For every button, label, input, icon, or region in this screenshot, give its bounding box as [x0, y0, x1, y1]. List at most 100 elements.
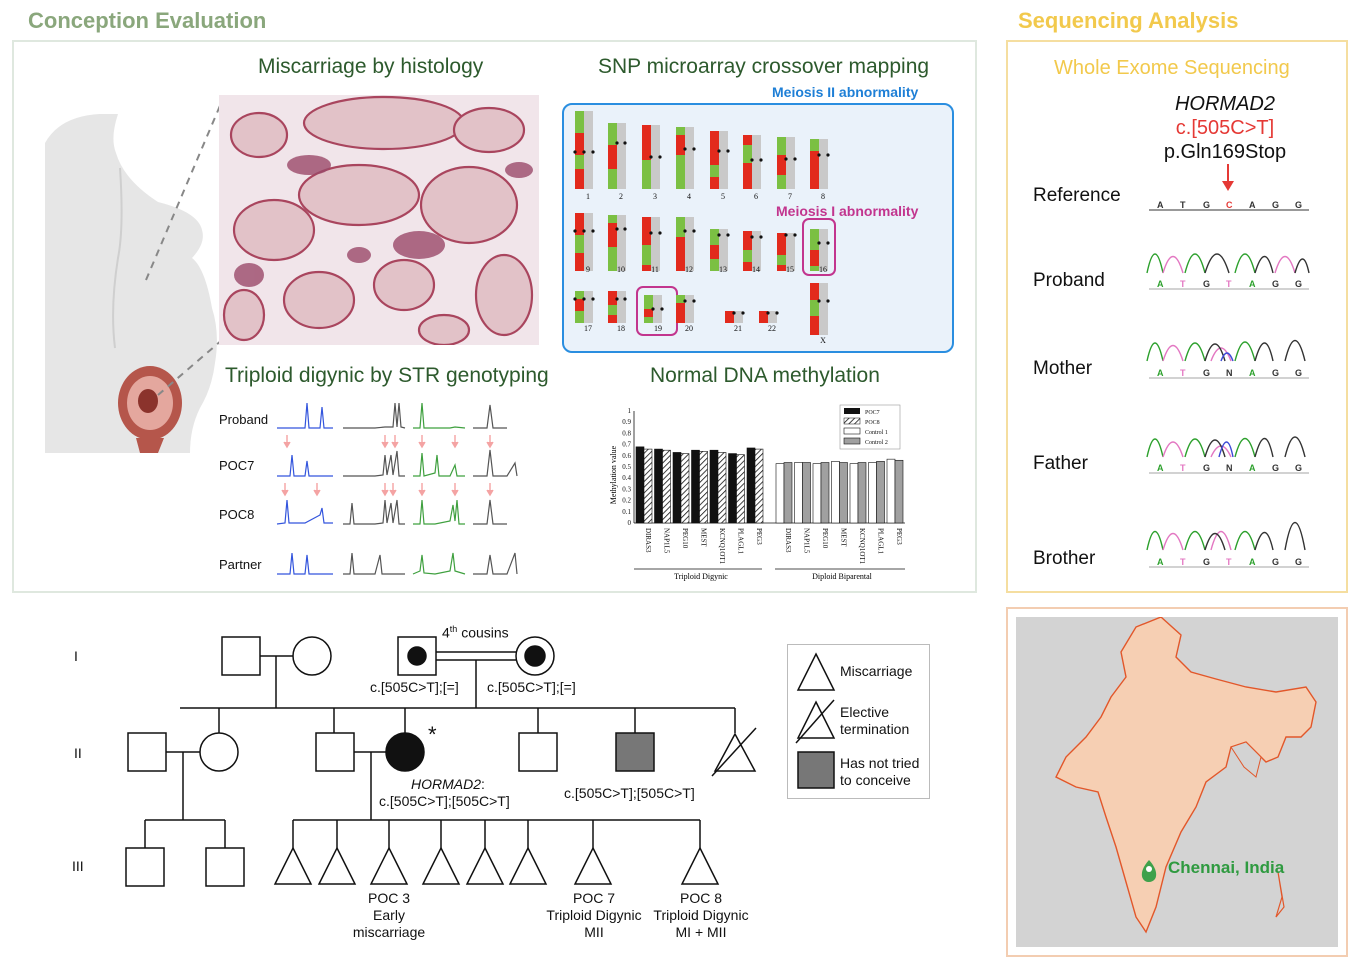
bar-control-1 — [794, 462, 803, 524]
y-tick-label: 0.7 — [622, 441, 631, 449]
str-electropherograms — [276, 402, 518, 575]
bar-poc8 — [754, 448, 764, 524]
bar-poc8 — [643, 448, 653, 524]
bar-poc7 — [691, 449, 700, 524]
base-letter: T — [1180, 463, 1186, 473]
base-letter: G — [1203, 557, 1210, 567]
base-letter: A — [1157, 200, 1164, 210]
x-tick-label: PLAGL1 — [877, 528, 885, 555]
chr-label: 6 — [754, 192, 758, 201]
bar-control-2 — [802, 462, 811, 524]
base-letter: T — [1226, 279, 1232, 289]
methylation-title: Normal DNA methylation — [650, 364, 880, 387]
base-letter: A — [1249, 200, 1256, 210]
base-letter: C — [1226, 200, 1233, 210]
str-sample-label: Partner — [219, 557, 262, 572]
base-letter: T — [1180, 557, 1186, 567]
chr-label: 21 — [734, 324, 742, 333]
base-letter: G — [1272, 368, 1279, 378]
pedigree-legend — [787, 644, 930, 799]
chr-label: 16 — [819, 265, 827, 274]
x-tick-label: PEG10 — [821, 528, 829, 549]
bar-poc7 — [709, 449, 719, 524]
y-tick-label: 0.1 — [622, 508, 631, 516]
chr-label: 22 — [768, 324, 776, 333]
y-tick-label: 0.5 — [622, 463, 631, 471]
base-letter: A — [1157, 463, 1164, 473]
legend-symbols — [795, 652, 836, 789]
bar-control-2 — [857, 462, 867, 524]
bar-control-1 — [868, 462, 877, 524]
bar-control-2 — [876, 461, 885, 524]
base-letter: G — [1272, 200, 1279, 210]
str-sample-label: POC7 — [219, 458, 255, 473]
bar-control-1 — [849, 463, 859, 524]
y-tick-label: 0.9 — [622, 418, 631, 426]
legend-entry: POC7 — [865, 410, 880, 416]
y-tick-label: 0.4 — [622, 474, 631, 482]
x-tick-label: PEG10 — [681, 528, 689, 549]
grandmother-genotype: c.[505C>T];[=] — [487, 679, 576, 695]
bar-poc8 — [680, 453, 690, 524]
generation-label: III — [72, 858, 84, 874]
bar-poc7 — [635, 446, 645, 524]
chr-label: 2 — [619, 192, 623, 201]
base-letter: T — [1180, 368, 1186, 378]
str-sample-label: POC8 — [219, 507, 255, 522]
base-letter: G — [1295, 200, 1302, 210]
seq-row-label: Proband — [1033, 270, 1105, 291]
base-letter: T — [1226, 557, 1232, 567]
wes-gene: HORMAD2 — [1174, 93, 1275, 115]
histology-title: Miscarriage by histology — [258, 55, 484, 78]
cousins-label: 4th cousins — [442, 624, 509, 641]
base-letter: G — [1203, 368, 1210, 378]
chromosome-ideogram: 1 2 3 4 5 6 7 8 9 10 11 12 13 14 15 16 1… — [573, 111, 836, 345]
sequencing-section-title: Sequencing Analysis — [1018, 8, 1239, 33]
x-tick-label: DIRAS3 — [784, 528, 792, 553]
methylation-legend: POC7 POC8 Control 1 Control 2 — [839, 404, 901, 450]
chr-label: 10 — [617, 265, 625, 274]
chr-label: 5 — [721, 192, 725, 201]
base-letter: G — [1295, 279, 1302, 289]
y-tick-label: 0 — [628, 519, 632, 527]
chr-label: X — [820, 336, 826, 345]
y-tick-label: 0.2 — [622, 497, 631, 505]
bar-control-2 — [839, 462, 848, 524]
chr-label: 18 — [617, 324, 625, 333]
bar-poc8 — [699, 451, 708, 524]
seq-row-label: Mother — [1033, 358, 1093, 379]
y-tick-label: 0.3 — [622, 485, 631, 493]
base-letter: A — [1157, 368, 1164, 378]
wes-variant: c.[505C>T] — [1175, 117, 1275, 139]
variant-arrow — [1222, 164, 1234, 191]
base-letter: T — [1180, 200, 1186, 210]
pregnant-silhouette — [45, 114, 217, 453]
chr-label: 15 — [786, 265, 794, 274]
x-tick-label: MEST — [840, 528, 848, 547]
bar-poc8 — [736, 454, 745, 524]
y-tick-label: 0.8 — [622, 429, 631, 437]
y-tick-label: 0.6 — [622, 452, 631, 460]
wes-protein: p.Gln169Stop — [1163, 141, 1287, 163]
bar-control-2 — [783, 462, 793, 524]
base-letter: G — [1272, 279, 1279, 289]
sequencing-panel — [1006, 40, 1348, 593]
proband-genotype: c.[505C>T];[505C>T] — [379, 793, 510, 809]
base-letter: G — [1203, 463, 1210, 473]
base-letter: G — [1295, 368, 1302, 378]
snp-title: SNP microarray crossover mapping — [598, 55, 930, 78]
map-panel — [1006, 607, 1348, 957]
bar-control-1 — [886, 458, 896, 524]
x-tick-label: KCNQ1OT1 — [718, 528, 726, 565]
conception-panel — [12, 40, 977, 593]
bar-poc8 — [717, 452, 727, 524]
seq-row-label: Father — [1033, 453, 1088, 474]
base-letter: G — [1295, 557, 1302, 567]
str-title: Triploid digynic by STR genotyping — [225, 364, 549, 387]
generation-label: II — [74, 745, 82, 761]
base-letter: A — [1157, 279, 1164, 289]
